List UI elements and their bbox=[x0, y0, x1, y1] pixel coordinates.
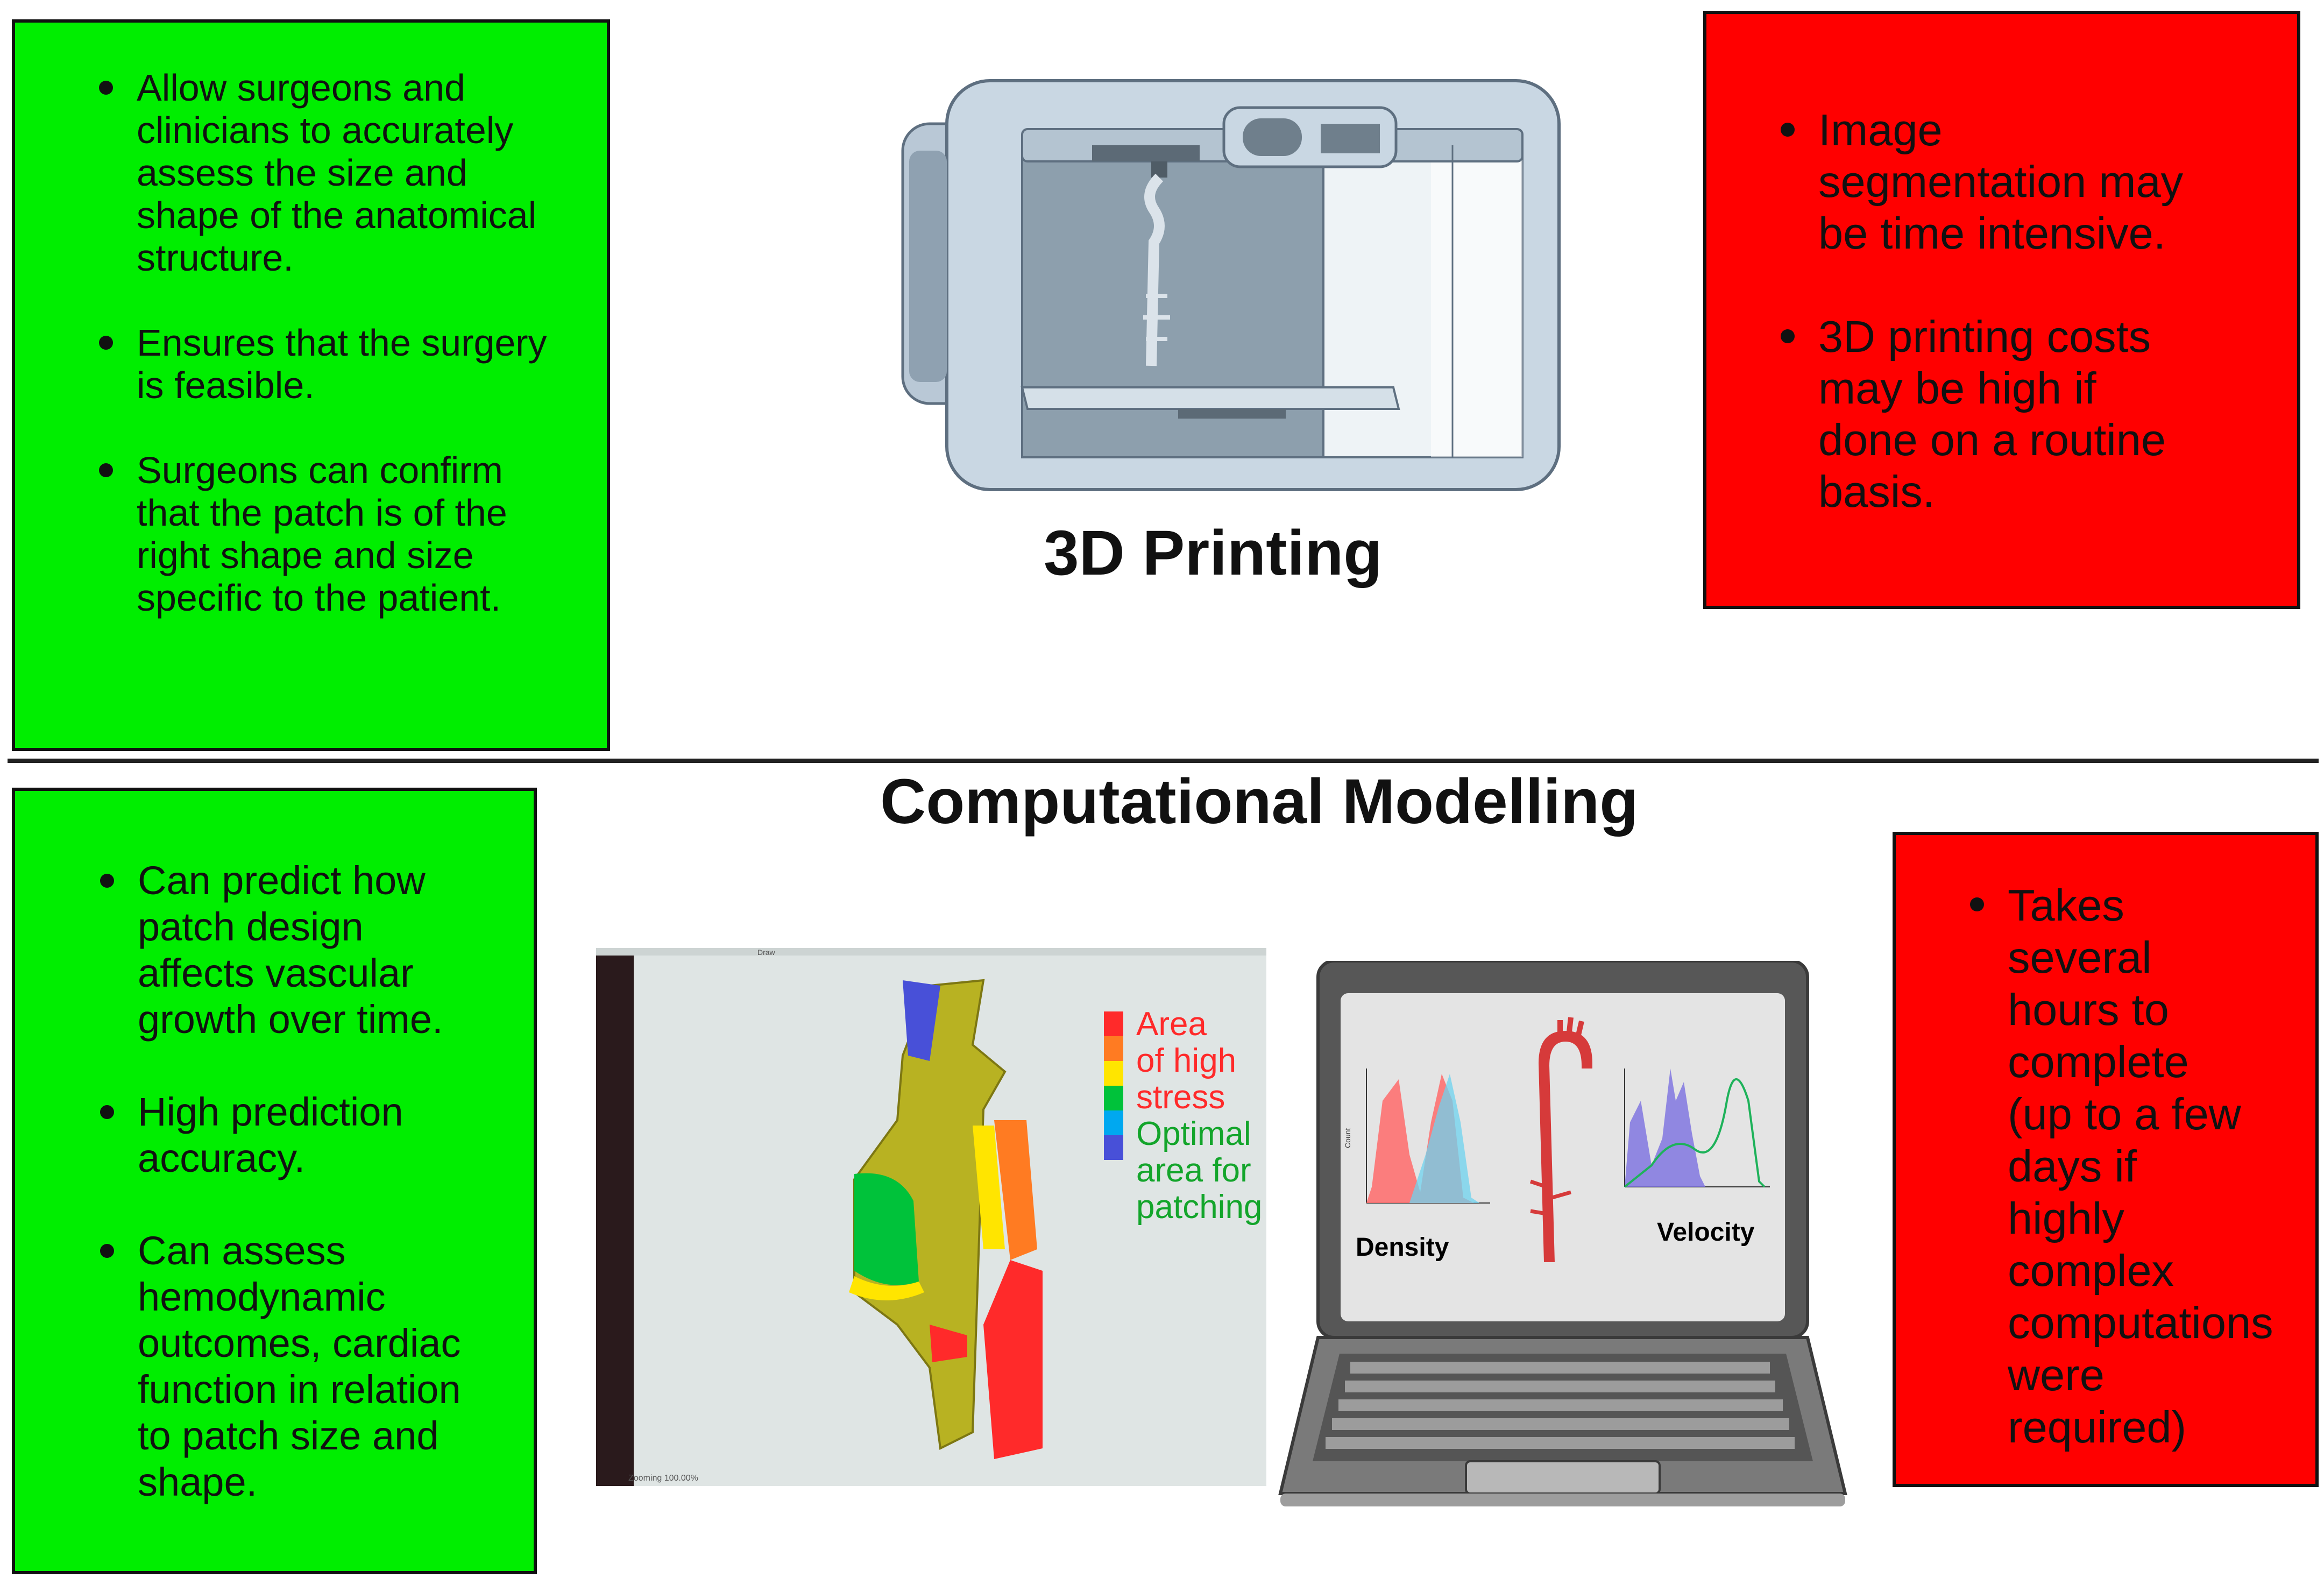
list-item: Allow surgeons and clinicians to accurat… bbox=[95, 67, 607, 279]
screen-top-label: Draw bbox=[757, 948, 776, 957]
density-label: Density bbox=[1356, 1233, 1449, 1262]
list-item: Ensures that the surgery is feasible. bbox=[95, 322, 607, 407]
legend-high-stress-3: stress bbox=[1136, 1079, 1225, 1116]
list-item: 3D printing costs may be high if done on… bbox=[1776, 311, 2297, 518]
laptop-illustration: Density Count Velocity bbox=[1278, 961, 1847, 1506]
cons-computational-modelling-box: Takes several hours to complete (up to a… bbox=[1893, 832, 2319, 1487]
section-divider bbox=[8, 759, 2319, 763]
3d-printer-illustration bbox=[901, 79, 1561, 491]
cons-3d-printing-box: Image segmentation may be time intensive… bbox=[1703, 11, 2300, 609]
list-item: Can assess hemodynamic outcomes, cardiac… bbox=[96, 1228, 534, 1505]
pros-3d-printing-box: Allow surgeons and clinicians to accurat… bbox=[12, 19, 610, 751]
legend-high-stress-2: of high bbox=[1136, 1042, 1236, 1079]
legend-optimal-1: Optimal bbox=[1136, 1115, 1251, 1152]
density-axis-label: Count bbox=[1343, 1128, 1352, 1148]
pros-computational-modelling-box: Can predict how patch design affects vas… bbox=[12, 788, 537, 1574]
list-item: Surgeons can confirm that the patch is o… bbox=[95, 449, 607, 619]
velocity-chart: Velocity bbox=[1624, 1068, 1770, 1247]
legend-high-stress-1: Area bbox=[1136, 1006, 1207, 1043]
list-item: High prediction accuracy. bbox=[96, 1089, 534, 1181]
3d-printing-heading: 3D Printing bbox=[1044, 518, 1383, 589]
aorta-icon bbox=[1529, 1017, 1592, 1262]
list-item: Can predict how patch design affects vas… bbox=[96, 858, 534, 1043]
list-item: Takes several hours to complete (up to a… bbox=[1966, 879, 2315, 1453]
velocity-label: Velocity bbox=[1657, 1218, 1755, 1247]
computational-modelling-heading: Computational Modelling bbox=[880, 766, 1639, 837]
computational-model-screen: Draw Zooming 100.00% Area of high stress… bbox=[596, 948, 1266, 1486]
density-chart: Density Count bbox=[1343, 1068, 1490, 1262]
legend-optimal-3: patching bbox=[1136, 1188, 1262, 1226]
screen-bottom-label: Zooming 100.00% bbox=[628, 1474, 698, 1483]
legend-optimal-2: area for bbox=[1136, 1152, 1251, 1189]
list-item: Image segmentation may be time intensive… bbox=[1776, 104, 2297, 259]
